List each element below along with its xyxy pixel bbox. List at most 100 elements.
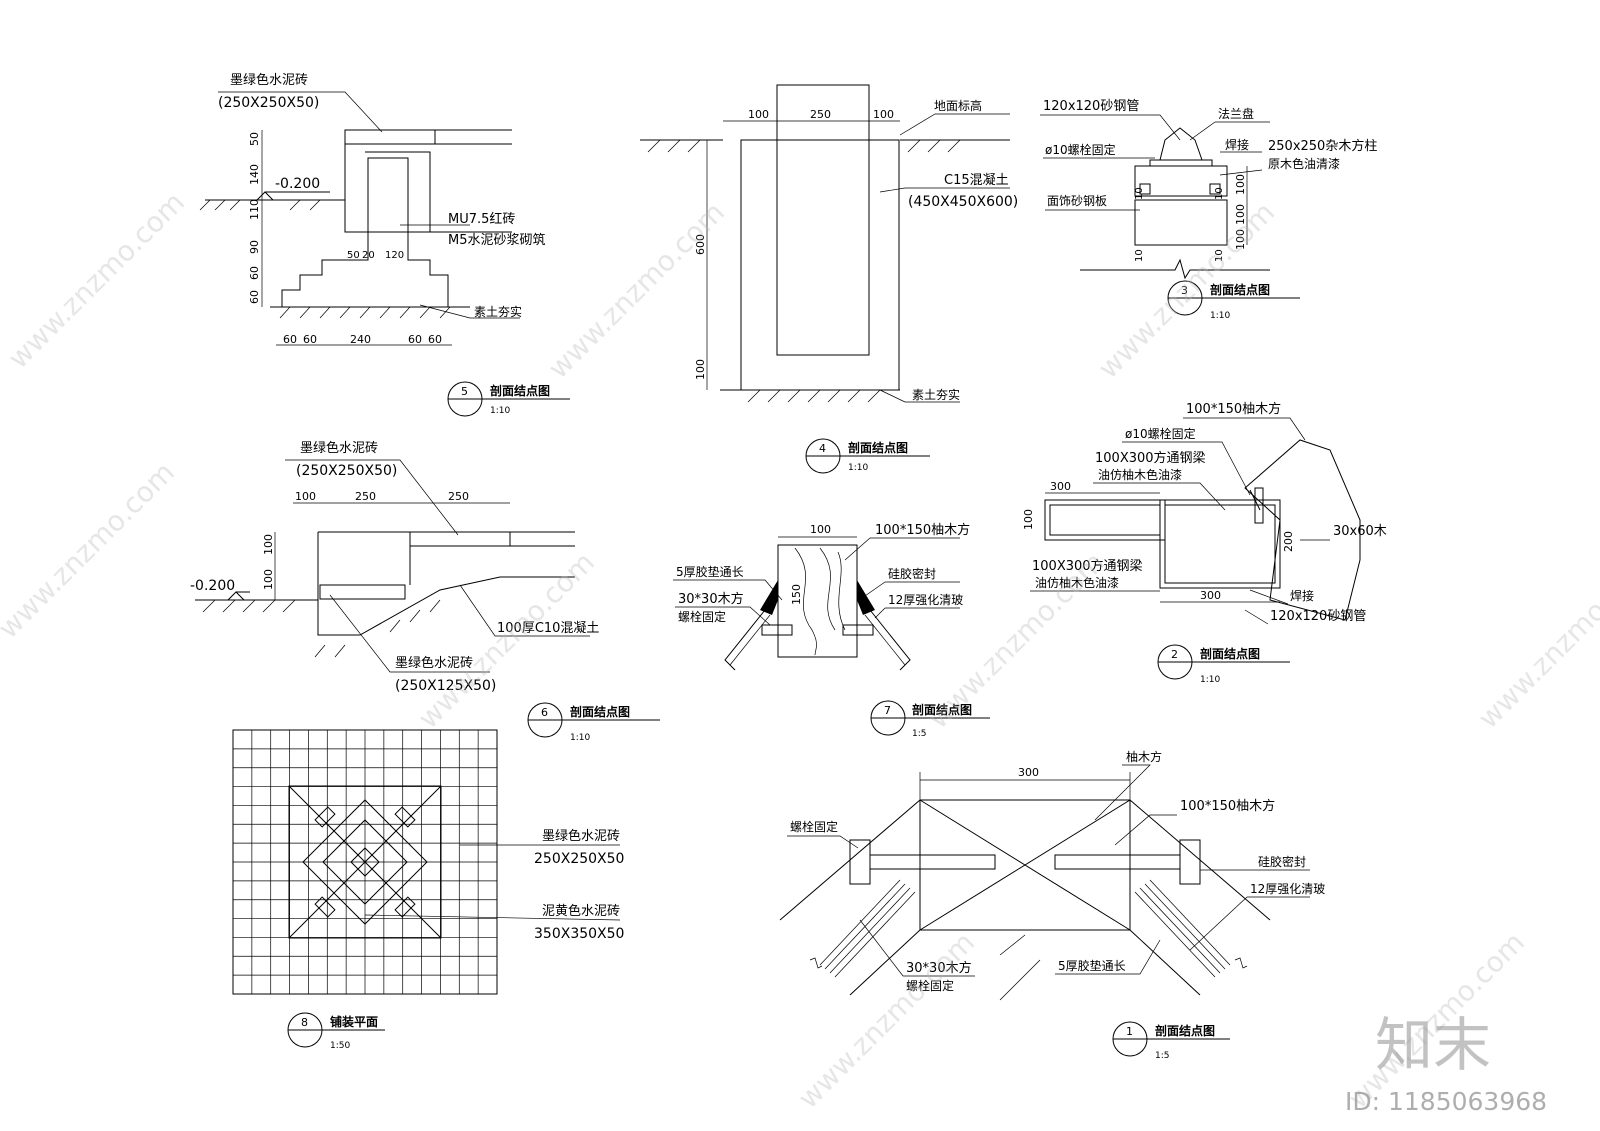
d1-bolt-label: 螺栓固定: [790, 819, 838, 834]
detail-8-paving-plan: 墨绿色水泥砖 250X250X50 泥黄色水泥砖 350X350X50 8 铺装…: [232, 729, 624, 1051]
d7-dim-100: 100: [810, 523, 831, 536]
d4-dim-600: 600: [694, 234, 707, 255]
d3-paint-label: 原木色油清漆: [1268, 157, 1340, 171]
d2-paint1: 油仿柚木色油漆: [1098, 467, 1182, 482]
d4-concrete-label: C15混凝土: [944, 172, 1009, 188]
detail-4-post-footing: 100 250 100 地面标高 C15混凝土 (450X450X600) 素土…: [640, 84, 1018, 474]
d1-scale: 1:5: [1155, 1051, 1169, 1061]
detail-1-glass-joint-plan: 300 柚木方 100*150柚木方 螺栓固定: [779, 749, 1325, 1061]
d4-concrete-size: (450X450X600): [908, 194, 1018, 210]
d5-m5-label: M5水泥砂浆砌筑: [448, 232, 546, 248]
d4-scale: 1:10: [848, 463, 868, 473]
d3-bolt-label: ø10螺栓固定: [1045, 142, 1116, 157]
d8-title: 铺装平面: [330, 1014, 378, 1029]
d8-brick1-label: 墨绿色水泥砖: [542, 828, 620, 844]
d7-silicone-label: 硅胶密封: [888, 566, 936, 581]
d3-scale: 1:10: [1210, 311, 1230, 321]
detail-7-glass-joint: 100 100*150柚木方 150 5厚胶垫通长 30*30木方 螺栓固定 硅…: [673, 522, 990, 739]
d7-wood-label: 100*150柚木方: [875, 522, 970, 538]
d5-dim-v4: 90: [248, 240, 261, 254]
d7-num: 7: [884, 704, 891, 717]
d5-dim-h2: 60: [303, 333, 317, 346]
d5-dim-v6: 60: [248, 290, 261, 304]
d5-num: 5: [461, 385, 468, 398]
d8-brick2-label: 泥黄色水泥砖: [542, 903, 620, 919]
d7-title: 剖面结点图: [912, 702, 972, 717]
d6-level: -0.200: [190, 578, 235, 594]
d5-dim-h5: 60: [428, 333, 442, 346]
d2-beam1: 100X300方通钢梁: [1095, 450, 1206, 466]
detail-5-wall-section: 墨绿色水泥砖 (250X250X50) -0.200 MU7.5红砖 M5水泥砂…: [199, 72, 570, 417]
d5-dim-h1: 60: [283, 333, 297, 346]
d1-teak-label: 柚木方: [1126, 749, 1162, 764]
d5-soil-label: 素土夯实: [474, 304, 522, 319]
d3-post-label: 250x250杂木方柱: [1268, 138, 1377, 154]
d6-dim-h3: 250: [448, 490, 469, 503]
d7-wood30-label: 30*30木方: [678, 591, 744, 607]
d1-wood-label: 100*150柚木方: [1180, 798, 1275, 814]
d4-dim-top1: 100: [748, 108, 769, 121]
d8-brick2-size: 350X350X50: [534, 926, 624, 942]
d6-brick-label: 墨绿色水泥砖: [300, 440, 378, 456]
d5-dim-v5: 60: [248, 266, 261, 280]
d2-dim-100: 100: [1022, 509, 1035, 530]
d1-bolt2-label: 螺栓固定: [906, 978, 954, 993]
d2-num: 2: [1171, 648, 1178, 661]
d6-num: 6: [541, 706, 548, 719]
d2-scale: 1:10: [1200, 675, 1220, 685]
d4-dim-top3: 100: [873, 108, 894, 121]
d3-dim-10b: 10: [1214, 187, 1225, 200]
d4-soil-label: 素土夯实: [912, 387, 960, 402]
d5-dim-h4: 60: [408, 333, 422, 346]
d2-wood-label: 100*150柚木方: [1186, 401, 1281, 417]
d1-glass-right: [1134, 879, 1231, 978]
d6-dim-v2: 100: [262, 569, 275, 590]
watermark-site-7: www.znzmo.com: [1472, 546, 1600, 735]
d5-dim-v3: 110: [248, 199, 261, 220]
d3-dim-v1: 100: [1234, 174, 1247, 195]
d7-pad-label: 5厚胶垫通长: [676, 564, 744, 579]
d5-mu-label: MU7.5红砖: [448, 211, 515, 227]
d8-scale: 1:50: [330, 1041, 350, 1051]
d4-ground-label: 地面标高: [934, 98, 982, 113]
d5-brick-size: (250X250X50): [218, 95, 319, 111]
d1-silicone-label: 硅胶密封: [1258, 854, 1306, 869]
watermark-site-2: www.znzmo.com: [542, 196, 731, 385]
d5-dim-v2: 140: [248, 164, 261, 185]
d8-num: 8: [301, 1016, 308, 1029]
d6-title: 剖面结点图: [570, 704, 630, 719]
d4-dim-top2: 250: [810, 108, 831, 121]
watermark-id: ID: 1185063968: [1345, 1087, 1547, 1116]
d3-plate-label: 面饰砂钢板: [1047, 194, 1107, 208]
d2-bolt-label: ø10螺栓固定: [1125, 426, 1196, 441]
watermark-layer: www.znzmo.com www.znzmo.com www.znzmo.co…: [0, 186, 1600, 1116]
d2-dim-200: 200: [1282, 531, 1295, 552]
d1-pad-label: 5厚胶垫通长: [1058, 958, 1126, 973]
d6-concrete-label: 100厚C10混凝土: [497, 620, 599, 636]
watermark-site-4: www.znzmo.com: [0, 456, 181, 645]
d3-dim-10d: 10: [1214, 249, 1225, 262]
d7-glass-label: 12厚强化清玻: [888, 593, 963, 607]
d3-flange-label: 法兰盘: [1218, 106, 1254, 121]
d6-dim-h1: 100: [295, 490, 316, 503]
d5-dim-i3: 120: [385, 250, 404, 261]
d3-dim-10c: 10: [1134, 249, 1145, 262]
d3-dim-v2: 100: [1234, 204, 1247, 225]
d5-title: 剖面结点图: [490, 383, 550, 398]
d5-scale: 1:10: [490, 406, 510, 416]
d6-scale: 1:10: [570, 733, 590, 743]
watermark-site-6: www.znzmo.com: [922, 546, 1111, 735]
d7-bolt-label: 螺栓固定: [678, 609, 726, 624]
d7-dim-150: 150: [790, 584, 803, 605]
d5-brick-label: 墨绿色水泥砖: [230, 72, 308, 88]
d1-glass-label: 12厚强化清玻: [1250, 882, 1325, 896]
d3-weld-label: 焊接: [1225, 137, 1249, 152]
d3-dim-10a: 10: [1134, 187, 1145, 200]
d1-dim-300: 300: [1018, 766, 1039, 779]
d5-dim-i2: 20: [362, 250, 375, 261]
d2-paint2: 油仿柚木色油漆: [1035, 575, 1119, 590]
detail-2-beam-joint: 100*150柚木方 ø10螺栓固定 100X300方通钢梁 油仿柚木色油漆 3…: [1022, 401, 1387, 685]
d1-title: 剖面结点图: [1155, 1023, 1215, 1038]
d5-dim-h3: 240: [350, 333, 371, 346]
